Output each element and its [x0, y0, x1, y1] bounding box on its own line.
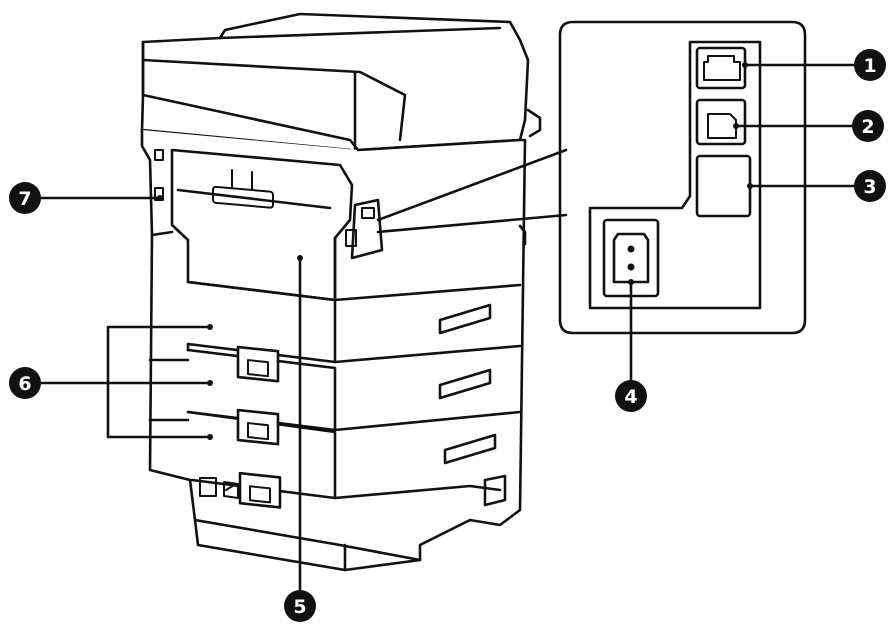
callout-3-label: 3: [863, 176, 876, 198]
callout-2-label: 2: [861, 116, 874, 138]
callout-1-label: 1: [863, 55, 876, 77]
callout-7-label: 7: [18, 188, 31, 210]
printer-body: [140, 12, 542, 572]
callout-6-label: 6: [18, 373, 31, 395]
callout-1: 1: [854, 49, 886, 81]
usb-b-port-icon: [695, 98, 747, 146]
interface-inset: [376, 20, 807, 335]
leader-lines: [38, 62, 860, 592]
callout-2: 2: [852, 110, 884, 142]
callout-5-label: 5: [293, 596, 306, 618]
option-slot-icon: [695, 154, 752, 218]
callout-4: 4: [615, 380, 647, 412]
callout-3: 3: [854, 170, 886, 202]
callout-7: 7: [9, 182, 41, 214]
callout-4-label: 4: [624, 386, 637, 408]
callout-6: 6: [9, 367, 41, 399]
ac-inlet-icon: [602, 218, 660, 298]
callout-5: 5: [284, 590, 316, 622]
ethernet-port-icon: [695, 46, 747, 90]
